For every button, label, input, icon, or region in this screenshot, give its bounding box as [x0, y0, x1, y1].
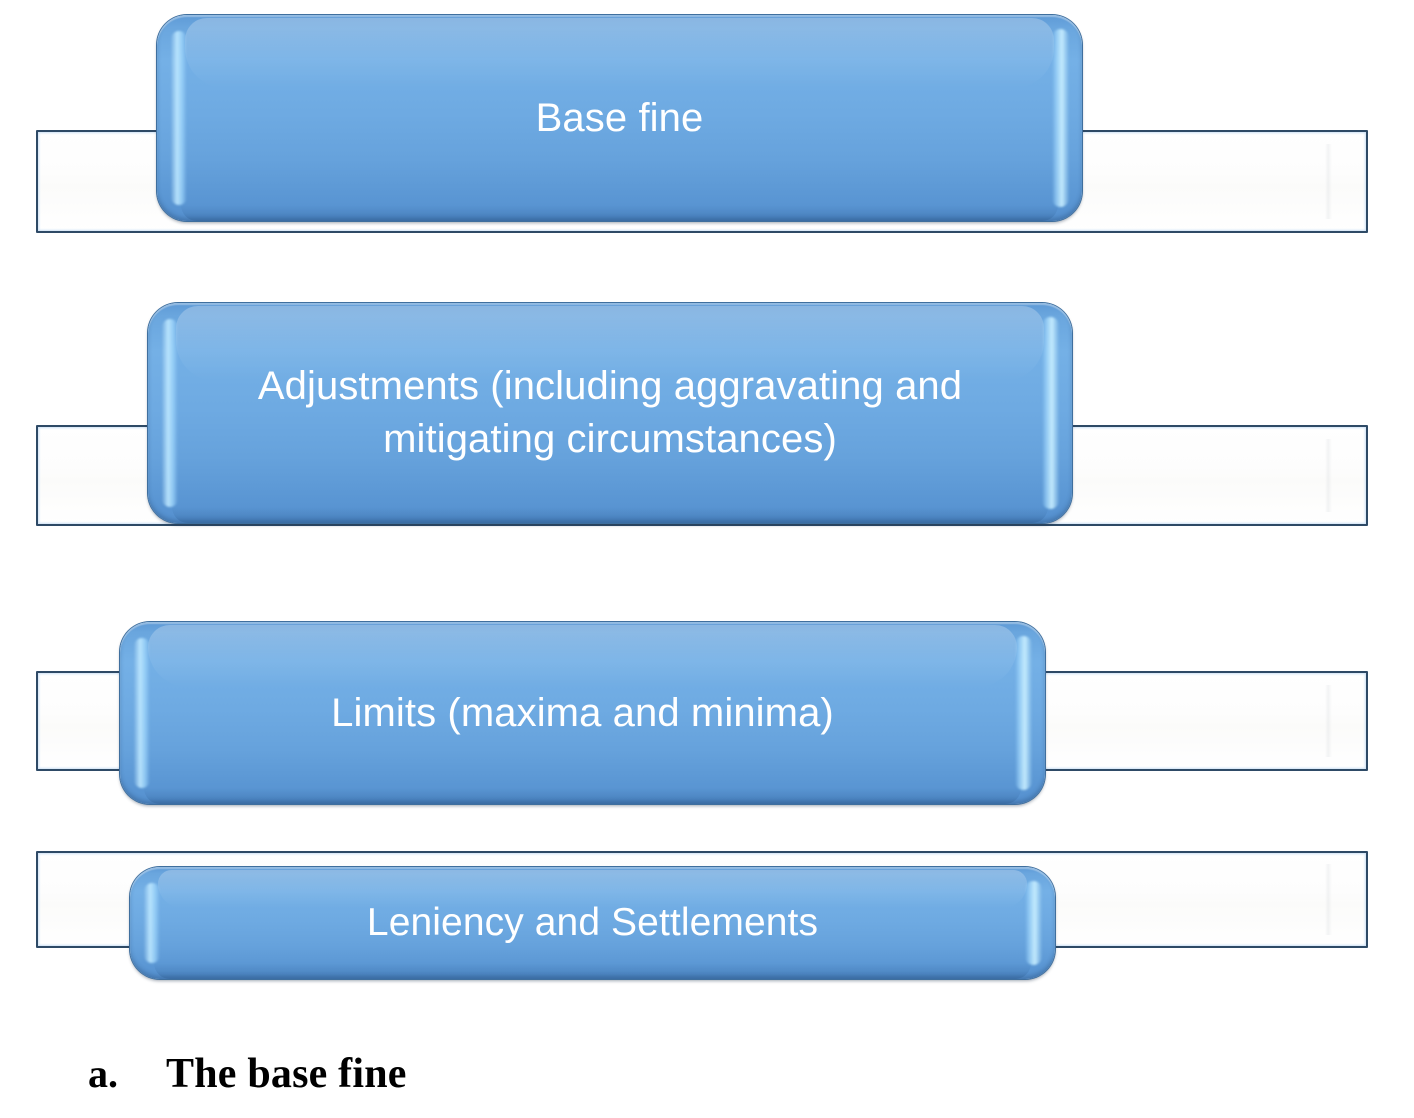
process-node-label-2: Adjustments (including aggravating and m…: [257, 364, 963, 461]
process-node-label-1: Base fine: [535, 95, 704, 140]
process-node-leniency[interactable]: Leniency and Settlements: [130, 867, 1055, 979]
node-right-bevel-1: [1052, 29, 1069, 207]
process-node-limits[interactable]: Limits (maxima and minima): [120, 622, 1045, 804]
process-node-label-3: Limits (maxima and minima): [331, 690, 834, 735]
section-heading-text: The base fine: [166, 1051, 407, 1097]
node-left-bevel-1: [171, 31, 187, 205]
node-bottom-rim-3: [144, 788, 1021, 804]
process-node-adjustments[interactable]: Adjustments (including aggravating and m…: [148, 303, 1072, 523]
node-right-bevel-2: [1042, 317, 1059, 509]
node-bottom-rim-4: [154, 963, 1031, 979]
node-bottom-rim-1: [181, 205, 1058, 221]
section-heading: a. The base fine: [88, 1050, 988, 1098]
node-sheen-highlight-3: [148, 625, 1017, 687]
node-left-bevel-3: [134, 638, 150, 788]
node-right-bevel-4: [1025, 881, 1042, 965]
list-marker: a.: [88, 1051, 118, 1096]
process-node-base-fine[interactable]: Base fine: [157, 15, 1082, 221]
node-right-bevel-3: [1015, 636, 1032, 790]
node-left-bevel-4: [144, 883, 160, 963]
node-sheen-highlight-1: [185, 18, 1054, 89]
node-bottom-rim-2: [172, 507, 1048, 523]
process-node-label-4: Leniency and Settlements: [366, 901, 819, 945]
node-left-bevel-2: [162, 319, 178, 507]
